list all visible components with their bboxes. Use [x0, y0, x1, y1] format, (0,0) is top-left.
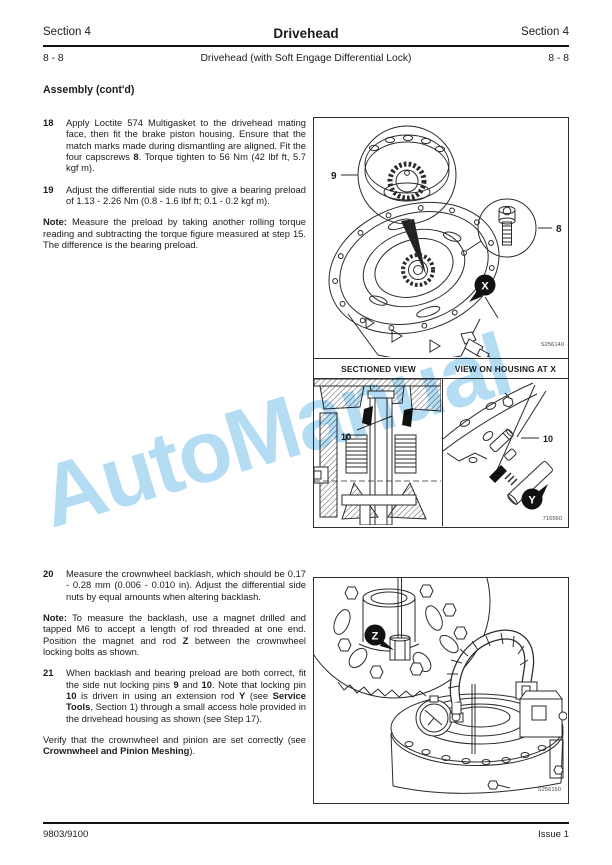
- figure-backlash-measurement: Z S256150: [313, 577, 569, 804]
- page-number-right: 8 - 8: [548, 53, 569, 64]
- step-18: 18 Apply Loctite 574 Multigasket to the …: [43, 117, 306, 174]
- page-subheader: 8 - 8 Drivehead (with Soft Engage Differ…: [43, 53, 569, 64]
- note-preload: Note: Measure the preload by taking anot…: [43, 216, 306, 251]
- step-20: 20 Measure the crownwheel backlash, whic…: [43, 568, 306, 602]
- assembly-heading: Assembly (cont'd): [43, 84, 135, 96]
- subtitle: Drivehead (with Soft Engage Differential…: [200, 53, 412, 64]
- page-footer: 9803/9100 Issue 1: [43, 829, 569, 840]
- step-text: When backlash and bearing preload are bo…: [66, 667, 306, 724]
- figure-code: S256140: [541, 342, 564, 348]
- part-label-10-section: 10: [341, 432, 351, 442]
- step-number: 19: [43, 183, 54, 195]
- step-number: 18: [43, 117, 54, 128]
- badge-z-letter: Z: [372, 631, 379, 643]
- header-rule: [43, 45, 569, 48]
- page-title: Drivehead: [273, 26, 339, 41]
- badge-x-letter: X: [481, 281, 489, 293]
- note-backlash: Note: To measure the backlash, use a mag…: [43, 612, 307, 658]
- page-number-left: 8 - 8: [43, 53, 64, 64]
- step-number: 20: [43, 568, 54, 579]
- footer-publication-number: 9803/9100: [43, 829, 89, 840]
- badge-y-letter: Y: [528, 495, 536, 507]
- figure-sectioned-view: 10: [314, 379, 443, 526]
- detail-badge-x: X: [469, 274, 496, 302]
- part-label-8: 8: [556, 224, 562, 235]
- text-column-top: 18 Apply Loctite 574 Multigasket to the …: [43, 117, 306, 260]
- drivehead-illustration: 9 8 X S256140: [328, 125, 564, 357]
- step-text: Measure the crownwheel backlash, which s…: [66, 568, 306, 602]
- callout-wedge: [401, 219, 426, 275]
- step-21: 21 When backlash and bearing preload are…: [43, 667, 306, 724]
- part-label-10-housing: 10: [543, 434, 553, 444]
- closing-paragraph: Verify that the crownwheel and pinion ar…: [43, 734, 306, 757]
- figure-view-on-housing: 10 Y 716560: [443, 379, 568, 526]
- figure-drivehead-housing: 9 8 X S256140: [314, 118, 568, 359]
- detail-badge-z: Z: [364, 624, 394, 650]
- sectioned-view-illustration: 10: [314, 379, 441, 525]
- figure-panels: 10: [314, 379, 568, 526]
- step-text: Adjust the differential side nuts to giv…: [66, 183, 306, 207]
- step-number: 21: [43, 667, 54, 679]
- step-19: 19 Adjust the differential side nuts to …: [43, 184, 306, 207]
- figure-code: S256150: [538, 787, 561, 793]
- caption-sectioned-view: SECTIONED VIEW: [341, 363, 416, 374]
- figure-caption-bar: SECTIONED VIEW VIEW ON HOUSING AT X: [314, 359, 568, 379]
- figure-stack: 9 8 X S256140 SECTIONED VIEW VIEW ON HOU…: [313, 117, 569, 528]
- caption-view-on-housing: VIEW ON HOUSING AT X: [454, 363, 557, 374]
- detail-badge-y: Y: [521, 484, 548, 510]
- part-label-9: 9: [331, 171, 337, 182]
- footer-issue: Issue 1: [538, 829, 569, 840]
- page-header: Section 4 Drivehead Section 4: [43, 26, 569, 41]
- footer-rule: [43, 822, 569, 824]
- header-section-left: Section 4: [43, 26, 91, 38]
- backlash-illustration: Z S256150: [314, 578, 567, 794]
- figure-code: 716560: [543, 516, 562, 522]
- step-text: Apply Loctite 574 Multigasket to the dri…: [66, 117, 306, 174]
- header-section-right: Section 4: [521, 26, 569, 38]
- text-column-bottom: 20 Measure the crownwheel backlash, whic…: [43, 568, 306, 767]
- housing-view-illustration: 10 Y 716560: [443, 382, 562, 522]
